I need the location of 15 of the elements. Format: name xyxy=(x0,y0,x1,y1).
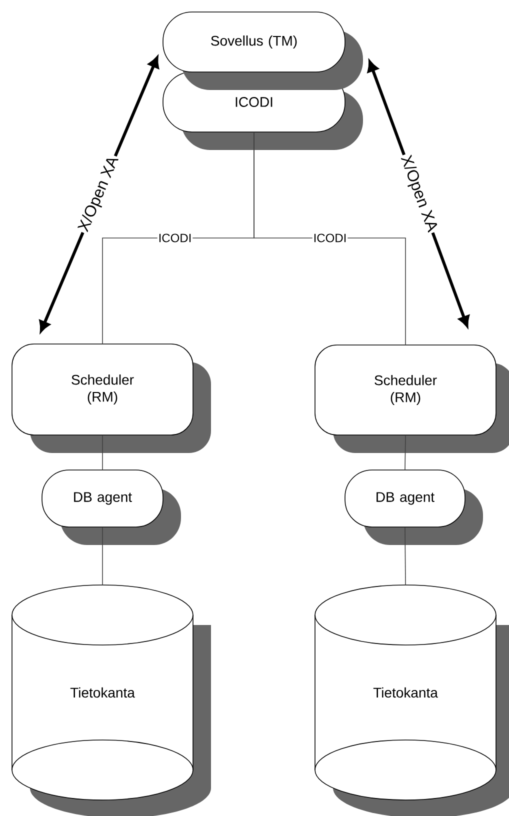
edge-label: ICODI xyxy=(312,232,348,244)
connector-line xyxy=(254,132,406,345)
process-box: DB agent xyxy=(42,470,181,545)
edge-label: X/Open XA xyxy=(396,152,442,236)
database-cylinder: Tietokanta xyxy=(314,584,509,816)
connector-line xyxy=(102,435,103,470)
process-box: DB agent xyxy=(344,470,483,545)
process-box: Scheduler (RM) xyxy=(314,344,509,453)
database-cylinder: Tietokanta xyxy=(12,584,211,816)
connector-line xyxy=(102,527,103,586)
connector-line xyxy=(404,527,406,586)
process-box: Sovellus (TM) xyxy=(162,12,363,90)
edge-label: ICODI xyxy=(157,232,193,244)
connector-line xyxy=(404,435,406,470)
process-box: Scheduler (RM) xyxy=(12,344,211,453)
